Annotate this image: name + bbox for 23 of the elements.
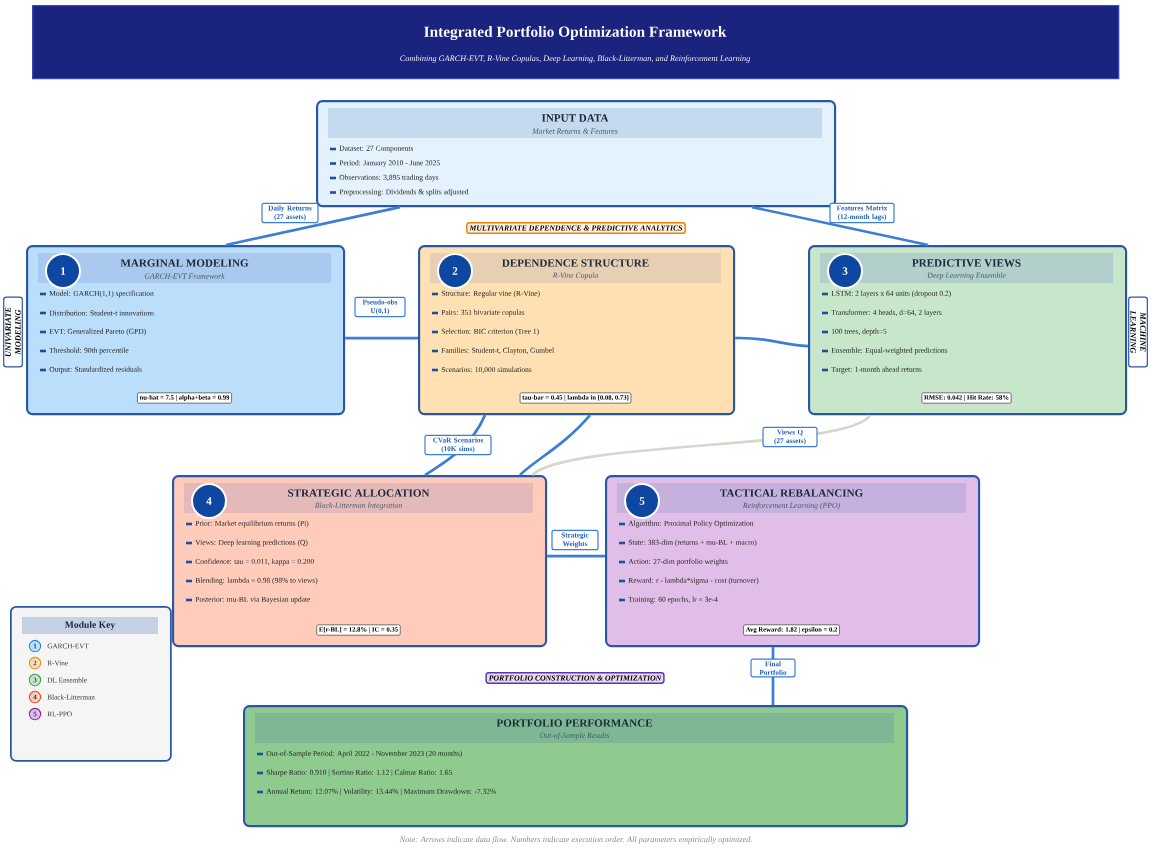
card-title: PREDICTIVE VIEWS bbox=[912, 259, 1021, 267]
connector bbox=[547, 554, 605, 558]
card-title: MARGINAL MODELING bbox=[120, 259, 249, 267]
connector bbox=[751, 205, 929, 247]
card-title: INPUT DATA bbox=[541, 114, 609, 122]
title-banner: Integrated Portfolio Optimization Framework Combining GARCH-EVT, R-Vine Copulas, Deep Learning, Black-Litterman, and Reinforcement Learning bbox=[32, 5, 1120, 80]
side-tag: MACHINE LEARNING bbox=[1128, 296, 1148, 368]
card-title: TACTICAL REBALANCING bbox=[720, 489, 863, 497]
card-title: STRATEGIC ALLOCATION bbox=[288, 489, 430, 497]
step-number: 3 bbox=[827, 253, 863, 289]
key-title: Module Key bbox=[22, 617, 158, 634]
connector bbox=[735, 336, 809, 348]
footnote: Note: Arrows indicate data flow. Numbers indicate execution order. All parameters empirically optimized. bbox=[399, 836, 752, 844]
side-tag: UNIVARIATE MODELING bbox=[3, 296, 23, 368]
card-title: DEPENDENCE STRUCTURE bbox=[502, 259, 649, 267]
step-number: 4 bbox=[191, 483, 227, 519]
step-number: 2 bbox=[437, 253, 473, 289]
connector bbox=[345, 336, 418, 340]
step-number: 1 bbox=[45, 253, 81, 289]
connector bbox=[225, 205, 401, 247]
card-title: PORTFOLIO PERFORMANCE bbox=[496, 719, 652, 727]
step-number: 5 bbox=[624, 483, 660, 519]
connector bbox=[519, 414, 591, 476]
